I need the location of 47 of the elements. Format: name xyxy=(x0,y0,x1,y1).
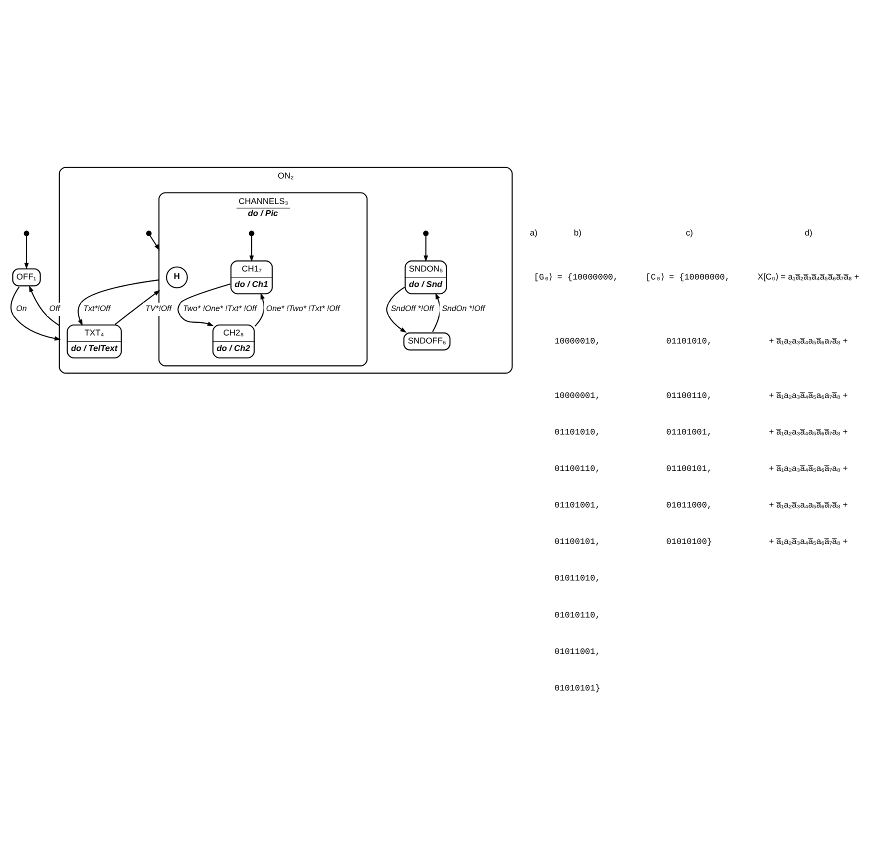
label: 01100101, xyxy=(666,464,712,474)
node-box: SNDOFF₆ xyxy=(403,332,450,350)
label: 01101010, xyxy=(554,427,600,438)
label: a) xyxy=(530,226,538,237)
label: 01101001, xyxy=(666,427,712,438)
arrow xyxy=(10,286,61,340)
label: 01101001, xyxy=(554,500,600,510)
label: + a̅₁a₂a₃a̅₄a̅₅a₆a₇a̅₈ + xyxy=(769,390,848,400)
node-circle xyxy=(248,230,254,236)
label: 01101010, xyxy=(666,336,712,346)
label: + a̅₁a₂a̅₃a₄a₅a̅₆a̅₇a̅₈ + xyxy=(769,499,848,510)
node-box: OFF₁ xyxy=(12,268,41,286)
label: 01011010, xyxy=(554,573,600,584)
node-circle: H xyxy=(166,266,188,288)
arrow xyxy=(178,283,230,326)
label: 01010110, xyxy=(554,610,600,620)
arrow xyxy=(24,236,29,269)
arrow xyxy=(29,285,60,326)
label: 01010101} xyxy=(554,682,600,693)
label: 01011000, xyxy=(666,500,712,510)
node-circle xyxy=(423,230,429,236)
label: c) xyxy=(686,226,693,237)
label: 01100110, xyxy=(666,390,712,400)
arrow xyxy=(386,286,407,332)
node-circle xyxy=(24,230,30,236)
label: + a̅₁a₂a̅₃a₄a̅₅a₆a̅₇a̅₈ + xyxy=(769,536,848,546)
arrow xyxy=(78,278,159,326)
label: 01100110, xyxy=(554,464,600,474)
label: X[C₀⟩ = a₁a̅₂a̅₃a̅₄a̅₅a̅₆a̅₇a̅₈ + xyxy=(758,270,860,281)
label: + a̅₁a₂a₃a̅₄a₅a̅₆a₇a̅₈ + xyxy=(769,334,848,345)
label: 10000001, xyxy=(554,390,600,400)
arrow xyxy=(424,236,428,262)
arrow xyxy=(249,236,254,262)
arrow xyxy=(114,290,160,324)
label: [C₀⟩ = {10000000, xyxy=(646,272,730,282)
label: [G₀⟩ = {10000000, xyxy=(534,272,618,282)
arrow xyxy=(150,234,160,250)
label: b) xyxy=(574,226,582,237)
node-circle xyxy=(146,230,152,236)
label: + a̅₁a₂a₃a̅₄a₅a̅₆a̅₇a₈ + xyxy=(769,426,848,436)
label: 01010100} xyxy=(666,536,712,547)
label: d) xyxy=(804,226,812,237)
label: + a̅₁a₂a₃a̅₄a̅₅a₆a̅₇a₈ + xyxy=(769,462,848,473)
label: 01011001, xyxy=(554,646,600,656)
label: 01100101, xyxy=(554,536,600,547)
label: 10000010, xyxy=(554,336,600,346)
arrow xyxy=(254,292,265,326)
